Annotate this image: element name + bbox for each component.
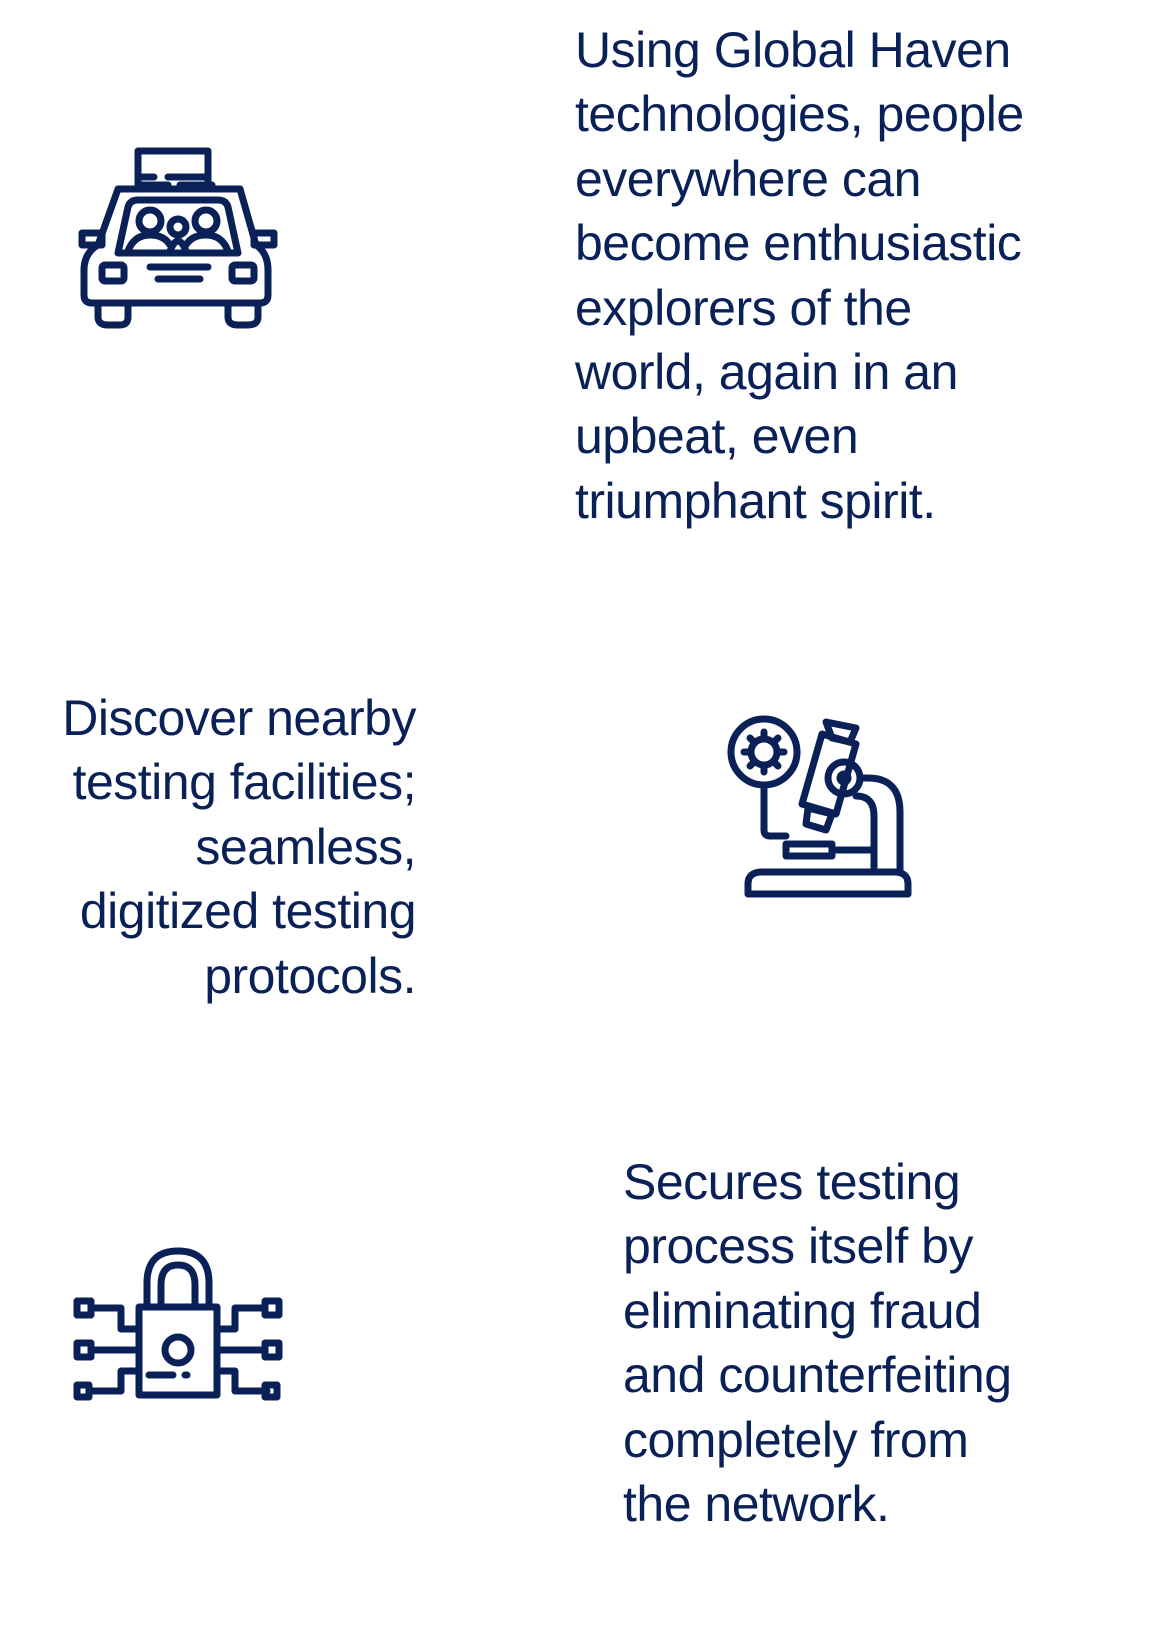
text-line: eliminating fraud bbox=[623, 1282, 982, 1339]
text-line: technologies, people bbox=[575, 86, 1024, 143]
digital-lock-icon bbox=[73, 1247, 283, 1401]
text-line: Secures testing bbox=[623, 1154, 961, 1210]
text-line: protocols. bbox=[204, 947, 416, 1004]
text-line: testing facilities; bbox=[72, 754, 417, 811]
feature-text-security: Secures testing process itself by elimin… bbox=[623, 1150, 1012, 1536]
text-line: upbeat, even bbox=[575, 408, 859, 465]
text-line: digitized testing bbox=[79, 883, 417, 940]
text-line: explorers of the bbox=[575, 279, 912, 336]
text-line: world, again in an bbox=[575, 344, 958, 401]
feature-text-testing: Discover nearby testing facilities; seam… bbox=[62, 686, 416, 1008]
text-line: seamless, bbox=[195, 818, 416, 875]
feature-text-travel: Using Global Haven technologies, people … bbox=[575, 18, 1024, 533]
text-line: everywhere can bbox=[575, 150, 921, 207]
car-with-passengers-icon bbox=[78, 145, 278, 329]
text-line: and counterfeiting bbox=[623, 1347, 1012, 1404]
text-line: Using Global Haven bbox=[575, 22, 1011, 78]
text-line: completely from bbox=[623, 1411, 969, 1468]
text-line: the network. bbox=[623, 1476, 890, 1533]
text-line: process itself by bbox=[623, 1218, 973, 1275]
text-line: become enthusiastic bbox=[575, 215, 1022, 272]
microscope-virus-icon bbox=[727, 715, 912, 898]
text-line: Discover nearby bbox=[62, 690, 416, 746]
text-line: triumphant spirit. bbox=[575, 472, 936, 529]
